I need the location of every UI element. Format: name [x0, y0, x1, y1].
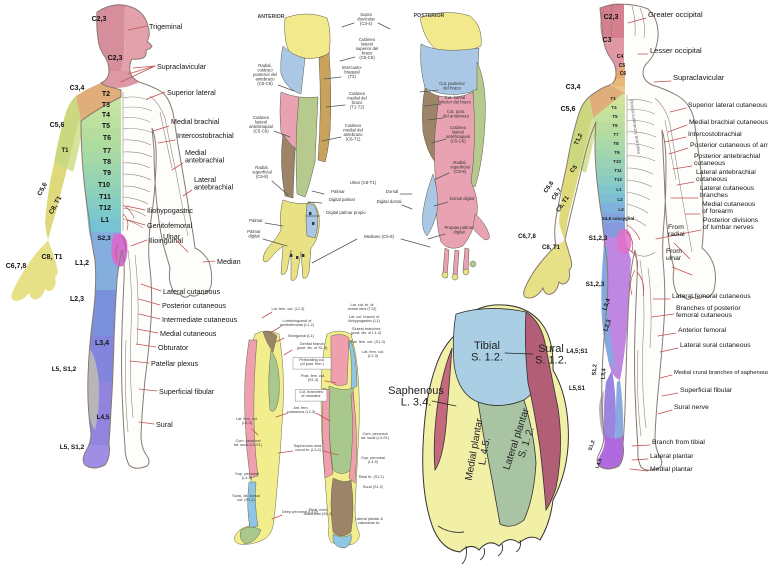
- toe-creases: [437, 525, 521, 565]
- head-color: [96, 4, 152, 88]
- torso-bands: [81, 95, 121, 232]
- arm-dermatomes-figure: [262, 12, 490, 281]
- region-sural: [524, 311, 561, 512]
- posterior-arm-art: [419, 12, 490, 281]
- anterior-arm-art: [262, 13, 332, 281]
- left-arm-color: [523, 97, 595, 298]
- nerve-lines: [600, 3, 693, 437]
- body-outline: [80, 4, 213, 469]
- back-leg-art: [320, 330, 360, 549]
- anterior-body-figure: [11, 4, 213, 469]
- left-arm-color: [11, 96, 82, 301]
- nail-marks: [290, 212, 315, 259]
- body-outline: [523, 3, 716, 471]
- leg-bands: [83, 232, 121, 468]
- left-leg-color: [598, 228, 632, 469]
- posterior-body-figure: [523, 3, 716, 471]
- region-lateral-plantar: [477, 399, 537, 527]
- shoulder-c34: [76, 83, 121, 122]
- nerve-lines: [122, 92, 189, 433]
- leg-dermatomes-figure: [234, 330, 360, 549]
- front-leg-art: [234, 330, 284, 545]
- head-color: [600, 3, 625, 95]
- nerve-plexus-red: [115, 204, 135, 261]
- region-saphenous: [433, 347, 453, 472]
- foot-sole-figure: [422, 304, 569, 565]
- shoulder-c34: [589, 85, 625, 118]
